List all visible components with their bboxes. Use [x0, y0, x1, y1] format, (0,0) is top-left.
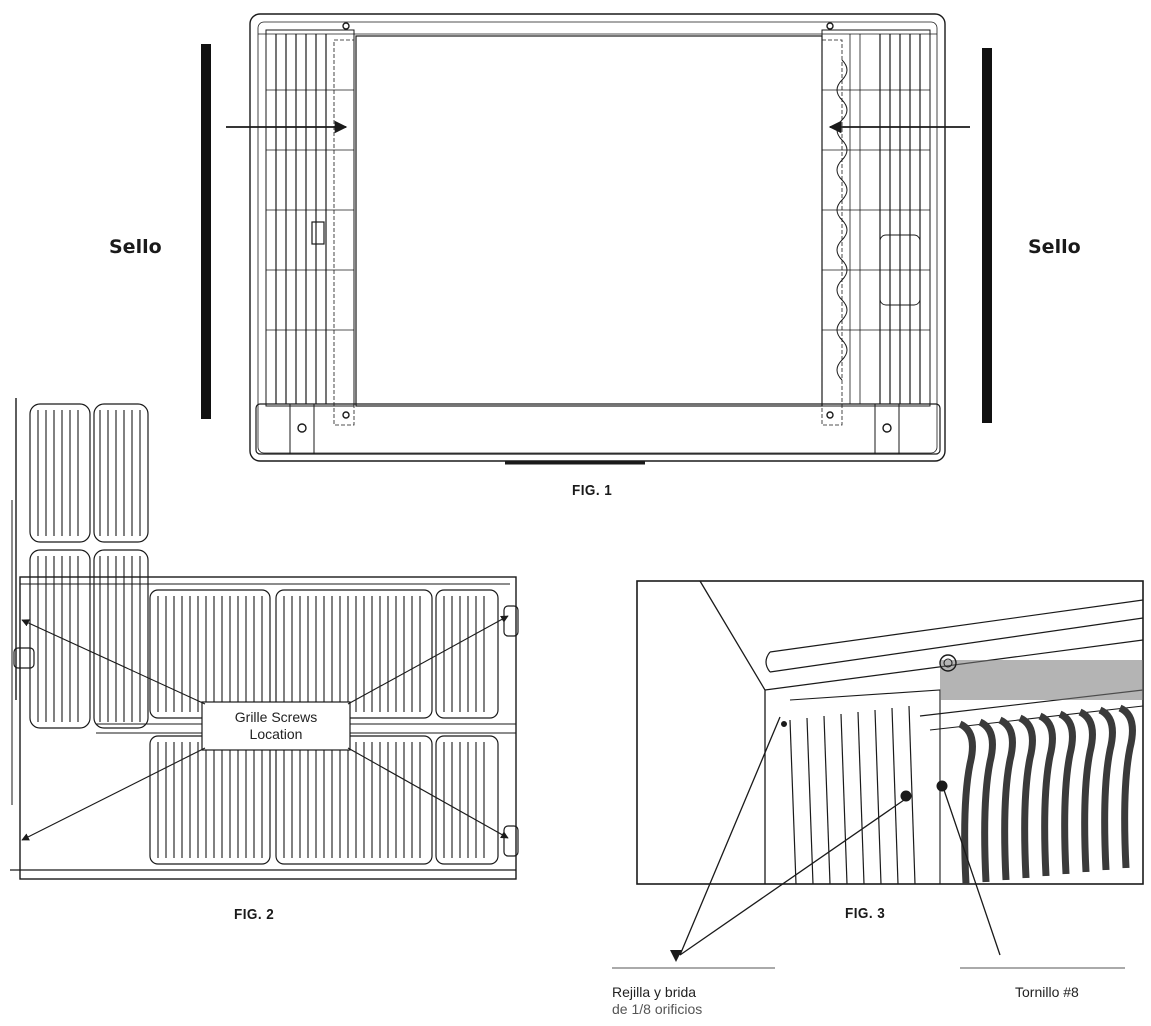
- fig3-pointer-b: [679, 799, 905, 956]
- fig3-slat: [857, 711, 865, 885]
- fig2-arrow-upper-right: [347, 615, 509, 705]
- fig3-slat: [908, 705, 916, 885]
- fig2-callout-label: Grille Screws Location: [204, 709, 348, 743]
- fig1-unit: [249, 13, 946, 465]
- fig2-callout-line2: Location: [249, 726, 303, 742]
- fig1-seal-bar-left: [201, 44, 211, 419]
- fig3-slat: [789, 719, 797, 885]
- fig3-slats: [789, 704, 1136, 885]
- fig1-seal-label-left: Sello: [109, 236, 162, 258]
- fig3-pointer-a: [679, 716, 781, 956]
- fig3-slat: [840, 713, 848, 885]
- fig2-arrow-lower-right: [347, 747, 509, 839]
- fig2-arrow-upper-left: [21, 619, 206, 705]
- fig2-callout-line1: Grille Screws: [234, 709, 318, 725]
- fig2-slats: [37, 410, 485, 858]
- fig3-slat: [874, 709, 882, 885]
- fig3-coil-fin: [998, 716, 1016, 881]
- fig3-coil-fin: [958, 720, 976, 885]
- fig3-coil-fin: [978, 718, 996, 883]
- fig1-seal-label-right: Sello: [1028, 236, 1081, 258]
- fig2-grille: [10, 398, 519, 880]
- fig1-caption: FIG. 1: [572, 482, 613, 499]
- fig3-pointer-c: [943, 789, 1001, 956]
- fig3-slat: [891, 707, 899, 885]
- fig3-grille-note-line1: Rejilla y brida: [612, 984, 697, 1000]
- fig3-grille-note-line2: de 1/8 orificios: [612, 1001, 703, 1017]
- fig3-grille-note: Rejilla y brida de 1/8 orificios: [612, 984, 702, 1018]
- fig1-left-grille-bars: [266, 34, 354, 404]
- fig3-coil-fin: [1098, 706, 1116, 871]
- fig2-arrow-lower-left: [21, 747, 206, 841]
- fig3-coil-fin: [1018, 714, 1036, 879]
- fig3-caption: FIG. 3: [845, 905, 886, 922]
- fig2-callout-box: [201, 701, 351, 751]
- fig3-slat: [806, 717, 814, 885]
- fig3-coil-fin: [1078, 708, 1096, 873]
- fig3-coil-fin: [1058, 710, 1076, 875]
- fig3-coil-fin: [1118, 704, 1136, 869]
- fig2-caption: FIG. 2: [234, 906, 275, 923]
- fig3-slat: [823, 715, 831, 885]
- fig1-right-grille-bars: [822, 34, 930, 404]
- fig1-seal-bar-right: [982, 48, 992, 423]
- fig3-coil-fin: [1038, 712, 1056, 877]
- fig3-pointer-tip: [670, 950, 682, 962]
- fig3-screw-note: Tornillo #8: [1015, 984, 1079, 1000]
